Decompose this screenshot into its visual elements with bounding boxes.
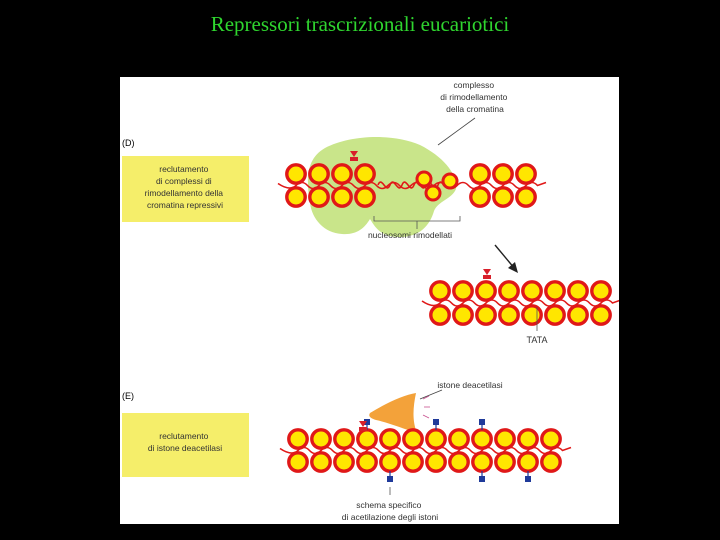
nucleosome — [496, 430, 514, 448]
panel-d-box-line: cromatina repressivi — [147, 200, 223, 210]
nucleosome — [471, 188, 489, 206]
nucleosome — [333, 188, 351, 206]
nucleosome — [381, 430, 399, 448]
nucleosome — [471, 165, 489, 183]
nucleosome — [500, 282, 518, 300]
figure-panel: (D) reclutamento di complessi di rimodel… — [120, 77, 619, 524]
nucleosome — [523, 306, 541, 324]
nucleosome — [427, 453, 445, 471]
nucleosome — [473, 453, 491, 471]
nucleosome — [517, 188, 535, 206]
panel-d-box-line: reclutamento — [159, 164, 208, 174]
nucleosome — [542, 453, 560, 471]
nucleosome — [500, 306, 518, 324]
pattern-label: schema specifico di acetilazione degli i… — [342, 500, 439, 522]
complex-label-line: della cromatina — [446, 104, 504, 114]
acetyl-mark — [525, 476, 531, 482]
complex-label-line: complesso — [453, 80, 494, 90]
transition-arrowhead — [508, 262, 518, 273]
nucleosome — [310, 188, 328, 206]
complex-label: complesso di rimodellamento della cromat… — [440, 80, 509, 114]
complex-pointer — [438, 118, 475, 145]
nucleosome — [477, 306, 495, 324]
nucleosome — [287, 165, 305, 183]
panel-e-box-line: di istone deacetilasi — [148, 443, 222, 453]
slide-title: Repressori trascrizionali eucariotici — [0, 12, 720, 37]
nucleosome — [519, 453, 537, 471]
nucleosome — [473, 430, 491, 448]
nucleosome — [494, 165, 512, 183]
nucleosome — [592, 282, 610, 300]
tata-label: TATA — [527, 335, 548, 345]
nucleosome — [310, 165, 328, 183]
nucleosome — [427, 430, 445, 448]
nucleosome-row-e — [280, 419, 571, 482]
acetyl-mark — [387, 476, 393, 482]
nucleosome — [358, 430, 376, 448]
acetyl-mark — [479, 476, 485, 482]
nucleosome — [494, 188, 512, 206]
pattern-label-line: schema specifico — [356, 500, 421, 510]
nucleosome — [450, 430, 468, 448]
complex-label-line: di rimodellamento — [440, 92, 507, 102]
acetyl-mark — [479, 419, 485, 425]
nucleosome — [546, 282, 564, 300]
nucleosome — [454, 306, 472, 324]
nucleosome — [450, 453, 468, 471]
nucleosome — [289, 453, 307, 471]
nucleosome — [519, 430, 537, 448]
panel-d-letter: (D) — [122, 138, 135, 148]
remodeled-nucleosome — [417, 172, 431, 186]
nucleosome — [592, 306, 610, 324]
nucleosome-row-d2 — [422, 282, 619, 324]
nucleosome — [333, 165, 351, 183]
nucleosome — [431, 306, 449, 324]
nucleosome — [335, 453, 353, 471]
acetyl-mark — [433, 419, 439, 425]
nucleosome — [542, 430, 560, 448]
deacetylase-label: istone deacetilasi — [437, 380, 502, 390]
deacetylation-marks — [423, 396, 430, 418]
nucleosome — [431, 282, 449, 300]
nucleosome — [312, 453, 330, 471]
panel-e-box-line: reclutamento — [159, 431, 208, 441]
nucleosome — [289, 430, 307, 448]
nucleosome — [569, 306, 587, 324]
figure-diagram: (D) reclutamento di complessi di rimodel… — [120, 77, 619, 524]
nucleosome — [335, 430, 353, 448]
repressor-d2 — [483, 269, 491, 279]
panel-d-box-line: rimodellamento della — [145, 188, 224, 198]
nucleosome — [454, 282, 472, 300]
nucleosome — [477, 282, 495, 300]
remodeled-nucleosome — [426, 186, 440, 200]
nucleosome — [312, 430, 330, 448]
nucleosome — [546, 306, 564, 324]
nucleosome — [356, 165, 374, 183]
deacetylase-pointer — [420, 390, 442, 399]
repressor-e — [359, 421, 367, 431]
nucleosome — [356, 188, 374, 206]
nucleosome — [358, 453, 376, 471]
nucleosome — [496, 453, 514, 471]
nucleosome — [569, 282, 587, 300]
dna-strand — [422, 300, 619, 306]
remodeled-label: nucleosomi rimodellati — [368, 230, 452, 240]
nucleosome — [517, 165, 535, 183]
nucleosome — [381, 453, 399, 471]
remodeled-nucleosome — [443, 174, 457, 188]
panel-e-letter: (E) — [122, 391, 134, 401]
nucleosome — [287, 188, 305, 206]
histone-deacetylase — [369, 393, 417, 433]
nucleosome — [523, 282, 541, 300]
pattern-label-line: di acetilazione degli istoni — [342, 512, 439, 522]
panel-d-box-line: di complessi di — [156, 176, 212, 186]
nucleosome — [404, 430, 422, 448]
nucleosome — [404, 453, 422, 471]
